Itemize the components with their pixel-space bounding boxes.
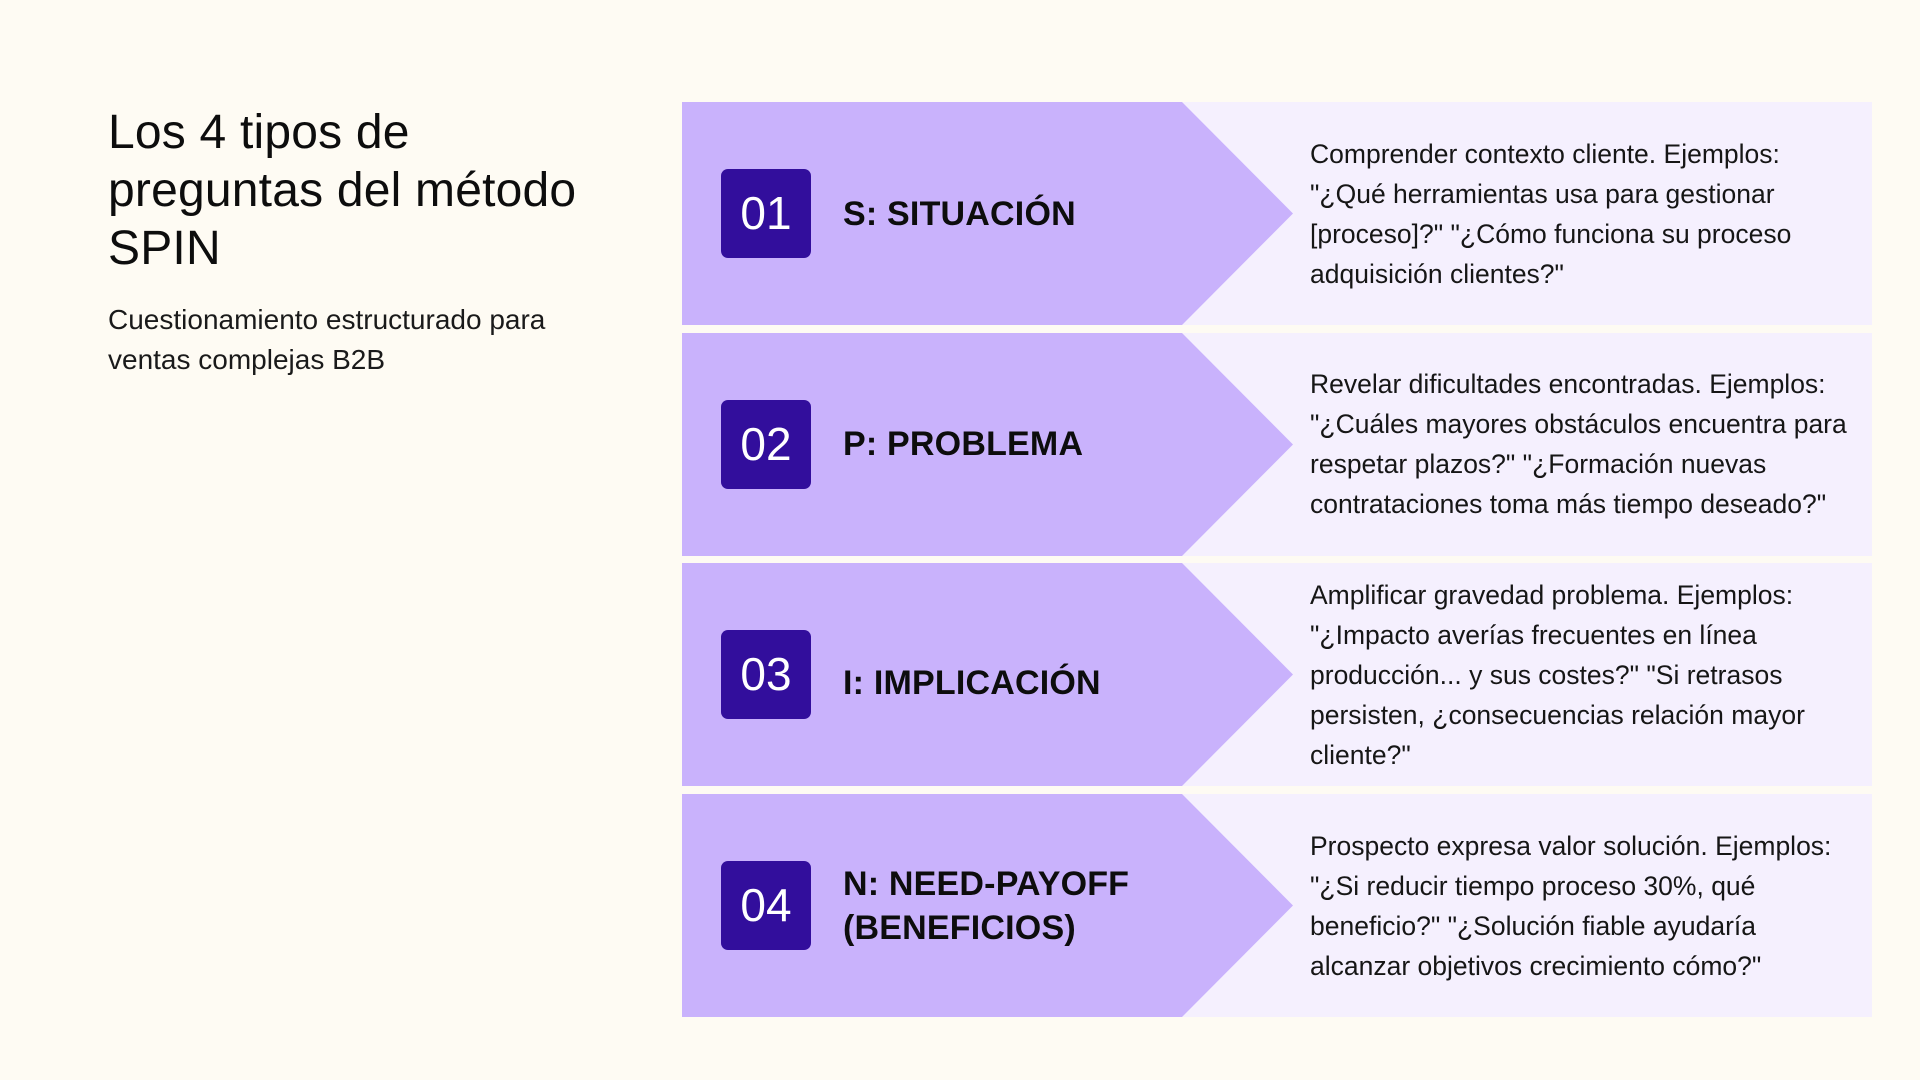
page-subtitle: Cuestionamiento estructurado para ventas… (108, 304, 546, 375)
step-description-text: Prospecto expresa valor solución. Ejempl… (1310, 830, 1832, 981)
arrow-chevron-shape (682, 794, 1293, 1018)
step-description: Amplificar gravedad problema. Ejemplos: … (1310, 563, 1850, 786)
intro-section: Los 4 tipos de preguntas del método SPIN… (108, 104, 628, 380)
step-number-badge: 01 (721, 169, 811, 258)
step-number-badge: 03 (721, 630, 811, 720)
step-description: Revelar dificultades encontradas. Ejempl… (1310, 333, 1850, 556)
step-label: I: IMPLICACIÓN (843, 563, 1173, 786)
step-label-text: S: SITUACIÓN (843, 194, 1076, 233)
arrow-chevron-shape (682, 332, 1293, 556)
step-description-text: Comprender contexto cliente. Ejemplos: "… (1310, 138, 1792, 289)
step-number-badge: 04 (721, 861, 811, 951)
step-description: Comprender contexto cliente. Ejemplos: "… (1310, 102, 1850, 325)
step-number-badge: 02 (721, 399, 811, 489)
step-description-text: Revelar dificultades encontradas. Ejempl… (1310, 369, 1847, 520)
step-description-text: Amplificar gravedad problema. Ejemplos: … (1310, 579, 1805, 770)
step-row-need-payoff: 04 N: NEED-PAYOFF (BENEFICIOS) Prospecto… (682, 794, 1872, 1018)
spin-steps-list: 01 S: SITUACIÓN Comprender contexto clie… (682, 102, 1872, 1025)
arrow-chevron-shape (682, 563, 1293, 787)
step-label-text: N: NEED-PAYOFF (BENEFICIOS) (843, 864, 1130, 947)
step-description: Prospecto expresa valor solución. Ejempl… (1310, 794, 1850, 1017)
step-row-implication: 03 I: IMPLICACIÓN Amplificar gravedad pr… (682, 563, 1872, 787)
step-label: N: NEED-PAYOFF (BENEFICIOS) (843, 794, 1173, 1017)
step-label: S: SITUACIÓN (843, 102, 1173, 325)
page-title: Los 4 tipos de preguntas del método SPIN (108, 106, 577, 275)
step-row-problem: 02 P: PROBLEMA Revelar dificultades enco… (682, 332, 1872, 556)
step-label-text: P: PROBLEMA (843, 425, 1084, 464)
step-row-situation: 01 S: SITUACIÓN Comprender contexto clie… (682, 102, 1872, 325)
step-label: P: PROBLEMA (843, 333, 1173, 556)
arrow-chevron-shape (682, 102, 1293, 325)
step-label-text: I: IMPLICACIÓN (843, 663, 1101, 702)
